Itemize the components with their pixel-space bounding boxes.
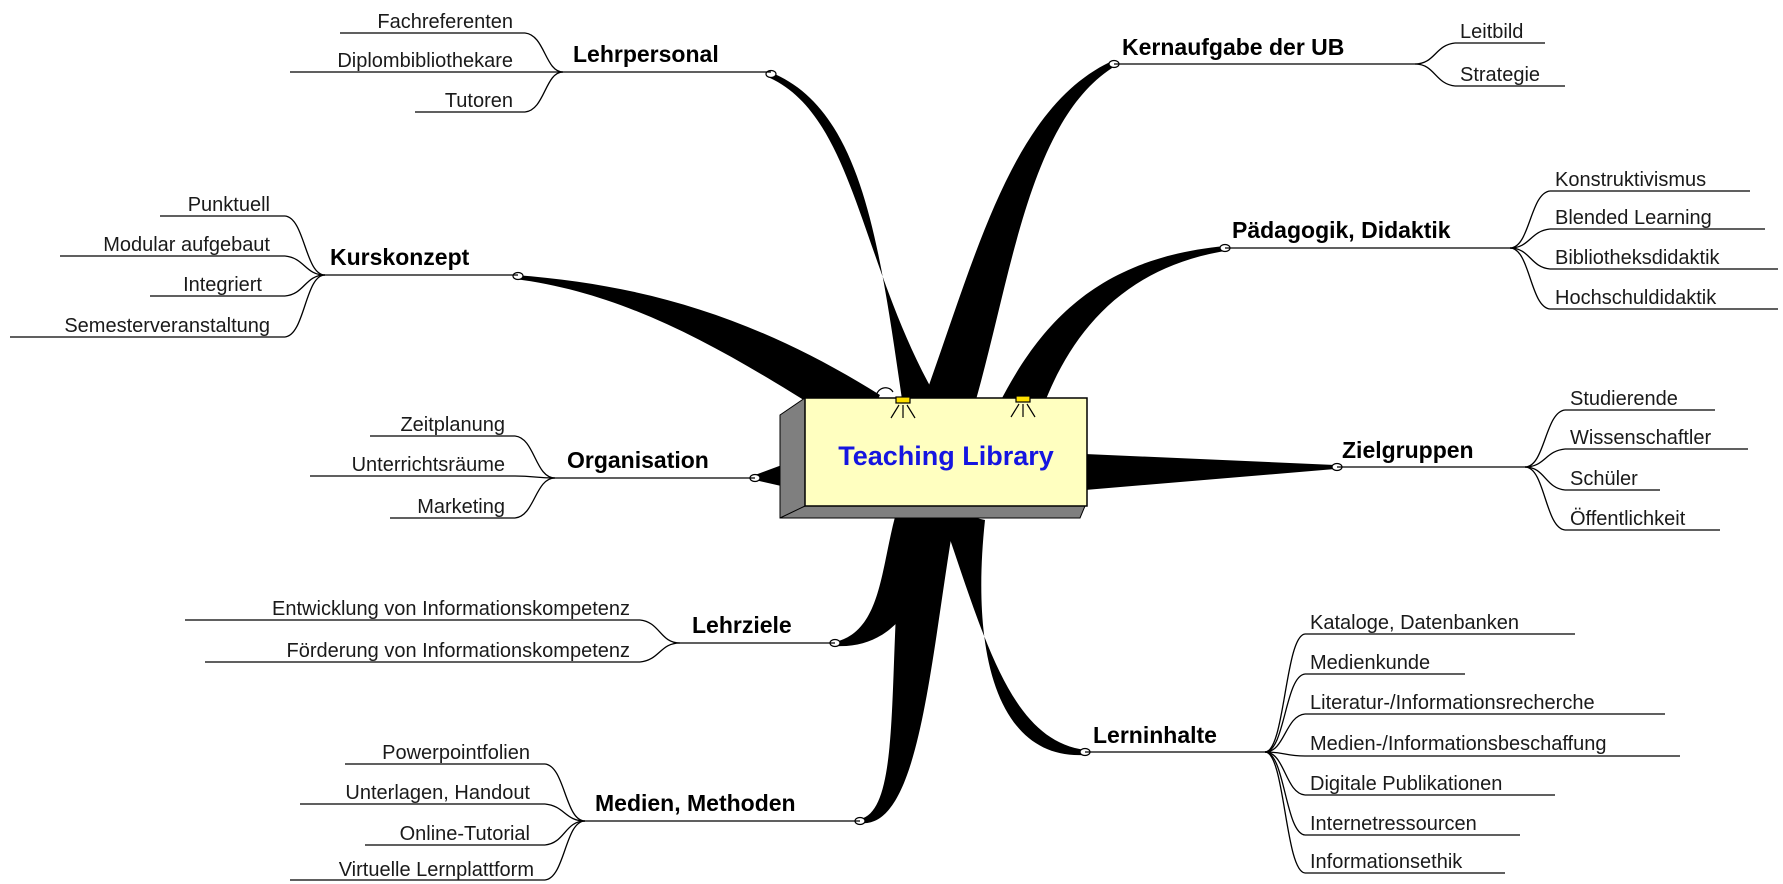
leaf-item[interactable]: Virtuelle Lernplattform <box>339 859 534 881</box>
leaf-item[interactable]: Fachreferenten <box>377 11 513 33</box>
leaf-item[interactable]: Zeitplanung <box>400 414 505 436</box>
leaf-item[interactable]: Kataloge, Datenbanken <box>1310 612 1519 634</box>
leaf-item[interactable]: Bibliotheksdidaktik <box>1555 247 1721 269</box>
leaf-item[interactable]: Semesterveranstaltung <box>64 315 270 337</box>
leaf-item[interactable]: Unterlagen, Handout <box>345 782 530 804</box>
branch-paedagogik[interactable]: Pädagogik, Didaktik <box>1232 217 1451 243</box>
handle-icon <box>512 271 524 281</box>
main-connectors <box>515 62 1335 824</box>
connector-lerninhalte <box>940 510 1085 756</box>
branch-lehrziele[interactable]: Lehrziele <box>692 612 792 638</box>
connector-paedagogik <box>995 246 1225 430</box>
connector-zielgruppen <box>1085 454 1335 490</box>
leaf-labels: Fachreferenten Diplombibliothekare Tutor… <box>64 11 1720 881</box>
lightbulb-icon <box>890 396 916 419</box>
leaf-item[interactable]: Informationsethik <box>1310 851 1463 873</box>
branch-lerninhalte[interactable]: Lerninhalte <box>1093 722 1217 748</box>
central-box-hook <box>875 387 894 399</box>
central-topic[interactable]: Teaching Library <box>779 397 1088 519</box>
branch-kernaufgabe[interactable]: Kernaufgabe der UB <box>1122 34 1344 60</box>
leaf-item[interactable]: Strategie <box>1460 64 1540 86</box>
leaf-item[interactable]: Öffentlichkeit <box>1570 508 1686 530</box>
leaf-item[interactable]: Unterrichtsräume <box>352 454 505 476</box>
leaf-item[interactable]: Leitbild <box>1460 21 1523 43</box>
branch-lines <box>10 32 1778 881</box>
leaf-item[interactable]: Integriert <box>183 274 262 296</box>
branch-medien-methoden[interactable]: Medien, Methoden <box>595 790 796 816</box>
leaf-item[interactable]: Hochschuldidaktik <box>1555 287 1717 309</box>
leaf-item[interactable]: Blended Learning <box>1555 207 1712 229</box>
connector-kernaufgabe <box>920 62 1112 420</box>
branch-zielgruppen[interactable]: Zielgruppen <box>1342 437 1474 463</box>
branch-organisation[interactable]: Organisation <box>567 447 709 473</box>
leaf-item[interactable]: Powerpointfolien <box>382 742 530 764</box>
branch-labels: Lehrpersonal Kurskonzept Organisation Le… <box>330 34 1474 816</box>
leaf-item[interactable]: Tutoren <box>445 90 513 112</box>
central-topic-title: Teaching Library <box>838 441 1054 471</box>
leaf-item[interactable]: Wissenschaftler <box>1570 427 1711 449</box>
leaf-item[interactable]: Internetressourcen <box>1310 813 1477 835</box>
branch-kurskonzept[interactable]: Kurskonzept <box>330 244 470 270</box>
lightbulb-icon <box>1010 395 1036 418</box>
leaf-item[interactable]: Punktuell <box>188 194 270 216</box>
leaf-item[interactable]: Digitale Publikationen <box>1310 773 1502 795</box>
branch-lehrpersonal[interactable]: Lehrpersonal <box>573 41 719 67</box>
leaf-item[interactable]: Studierende <box>1570 388 1678 410</box>
leaf-item[interactable]: Medienkunde <box>1310 652 1430 674</box>
leaf-item[interactable]: Entwicklung von Informationskompetenz <box>272 598 630 620</box>
leaf-item[interactable]: Modular aufgebaut <box>103 234 270 256</box>
leaf-item[interactable]: Literatur-/Informationsrecherche <box>1310 692 1595 714</box>
connector-medien <box>860 510 955 824</box>
leaf-item[interactable]: Online-Tutorial <box>400 823 530 845</box>
central-box-shadow <box>779 397 806 519</box>
leaf-item[interactable]: Förderung von Informationskompetenz <box>286 640 630 662</box>
central-box-bottom <box>779 505 1086 519</box>
leaf-item[interactable]: Medien-/Informationsbeschaffung <box>1310 733 1606 755</box>
leaf-item[interactable]: Schüler <box>1570 468 1638 490</box>
leaf-item[interactable]: Marketing <box>417 496 505 518</box>
central-box <box>804 397 1088 507</box>
leaf-item[interactable]: Diplombibliothekare <box>337 50 513 72</box>
leaf-item[interactable]: Konstruktivismus <box>1555 169 1706 191</box>
